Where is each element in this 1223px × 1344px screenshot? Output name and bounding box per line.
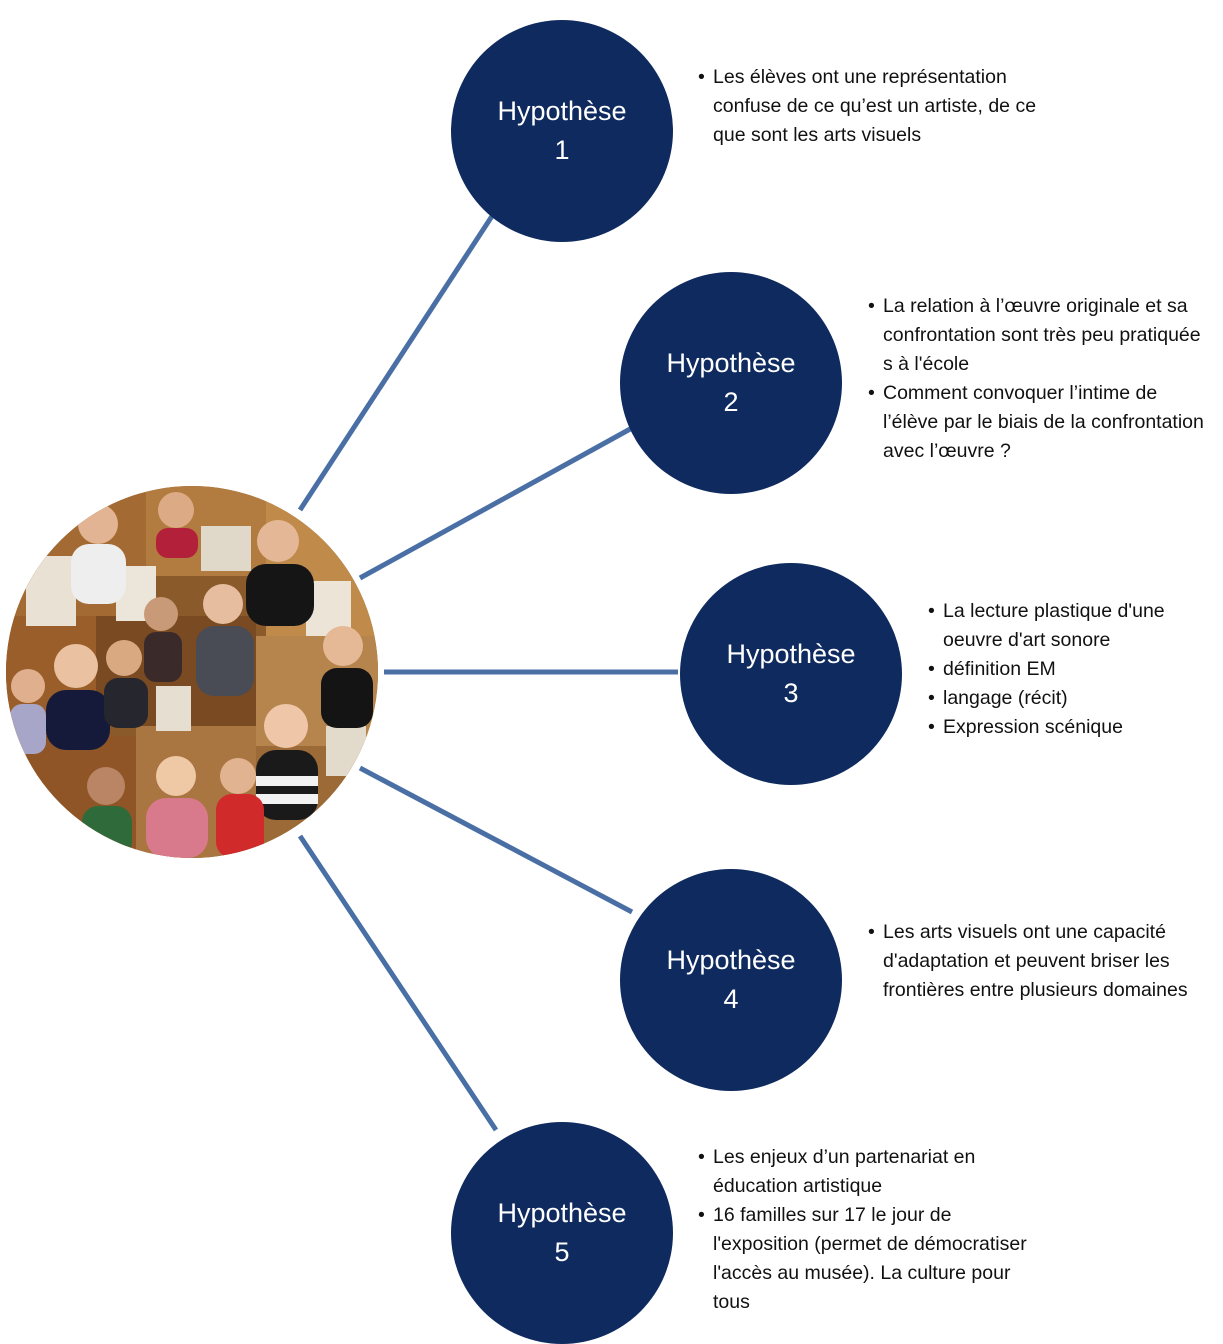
hypothesis-3-bullet: La lecture plastique d'une oeuvre d'art … bbox=[928, 597, 1216, 655]
hypothesis-2-bullet: Comment convoquer l’intime de l’élève pa… bbox=[868, 379, 1213, 466]
hypothesis-5-number: 5 bbox=[554, 1237, 570, 1267]
hypothesis-3-bullet: définition EM bbox=[928, 655, 1216, 684]
hypothesis-1-title: Hypothèse bbox=[497, 95, 627, 126]
connector-2 bbox=[358, 425, 634, 581]
hypothesis-5-circle: Hypothèse 5 bbox=[451, 1122, 673, 1344]
hypothesis-1-number: 1 bbox=[554, 135, 570, 165]
hypothesis-2-bullets: La relation à l’œuvre originale et sa co… bbox=[868, 292, 1213, 466]
hypothesis-5-bullets: Les enjeux d’un partenariat en éducation… bbox=[698, 1143, 1038, 1317]
hypothesis-2-title: Hypothèse bbox=[666, 347, 796, 378]
hypothesis-1-circle: Hypothèse 1 bbox=[451, 20, 673, 242]
hypothesis-4-number: 4 bbox=[723, 984, 739, 1014]
hypothesis-3-title: Hypothèse bbox=[726, 638, 856, 669]
hypothesis-2-number: 2 bbox=[723, 387, 739, 417]
hypothesis-4-bullets: Les arts visuels ont une capacité d'adap… bbox=[868, 918, 1218, 1005]
hypothesis-4-title: Hypothèse bbox=[666, 944, 796, 975]
connector-1 bbox=[297, 208, 499, 512]
hypothesis-3-bullet: Expression scénique bbox=[928, 713, 1216, 742]
connector-5 bbox=[297, 834, 499, 1132]
hypothesis-2-circle: Hypothèse 2 bbox=[620, 272, 842, 494]
hypothesis-3-bullets: La lecture plastique d'une oeuvre d'art … bbox=[928, 597, 1216, 742]
hypothesis-4-circle: Hypothèse 4 bbox=[620, 869, 842, 1091]
hypothesis-4-bullet: Les arts visuels ont une capacité d'adap… bbox=[868, 918, 1218, 1005]
hypothesis-3-number: 3 bbox=[783, 678, 799, 708]
hypothesis-2-bullet: La relation à l’œuvre originale et sa co… bbox=[868, 292, 1213, 379]
hypothesis-3-circle: Hypothèse 3 bbox=[680, 563, 902, 785]
class-photo-collage bbox=[6, 486, 378, 858]
hypothesis-1-bullet: Les élèves ont une représentation confus… bbox=[698, 63, 1058, 150]
connector-4 bbox=[358, 765, 634, 915]
hypothesis-3-bullet: langage (récit) bbox=[928, 684, 1216, 713]
hypothesis-1-bullets: Les élèves ont une représentation confus… bbox=[698, 63, 1058, 150]
hypothesis-5-bullet: 16 familles sur 17 le jour de l'expositi… bbox=[698, 1201, 1038, 1317]
hypothesis-5-title: Hypothèse bbox=[497, 1197, 627, 1228]
hypothesis-5-bullet: Les enjeux d’un partenariat en éducation… bbox=[698, 1143, 1038, 1201]
